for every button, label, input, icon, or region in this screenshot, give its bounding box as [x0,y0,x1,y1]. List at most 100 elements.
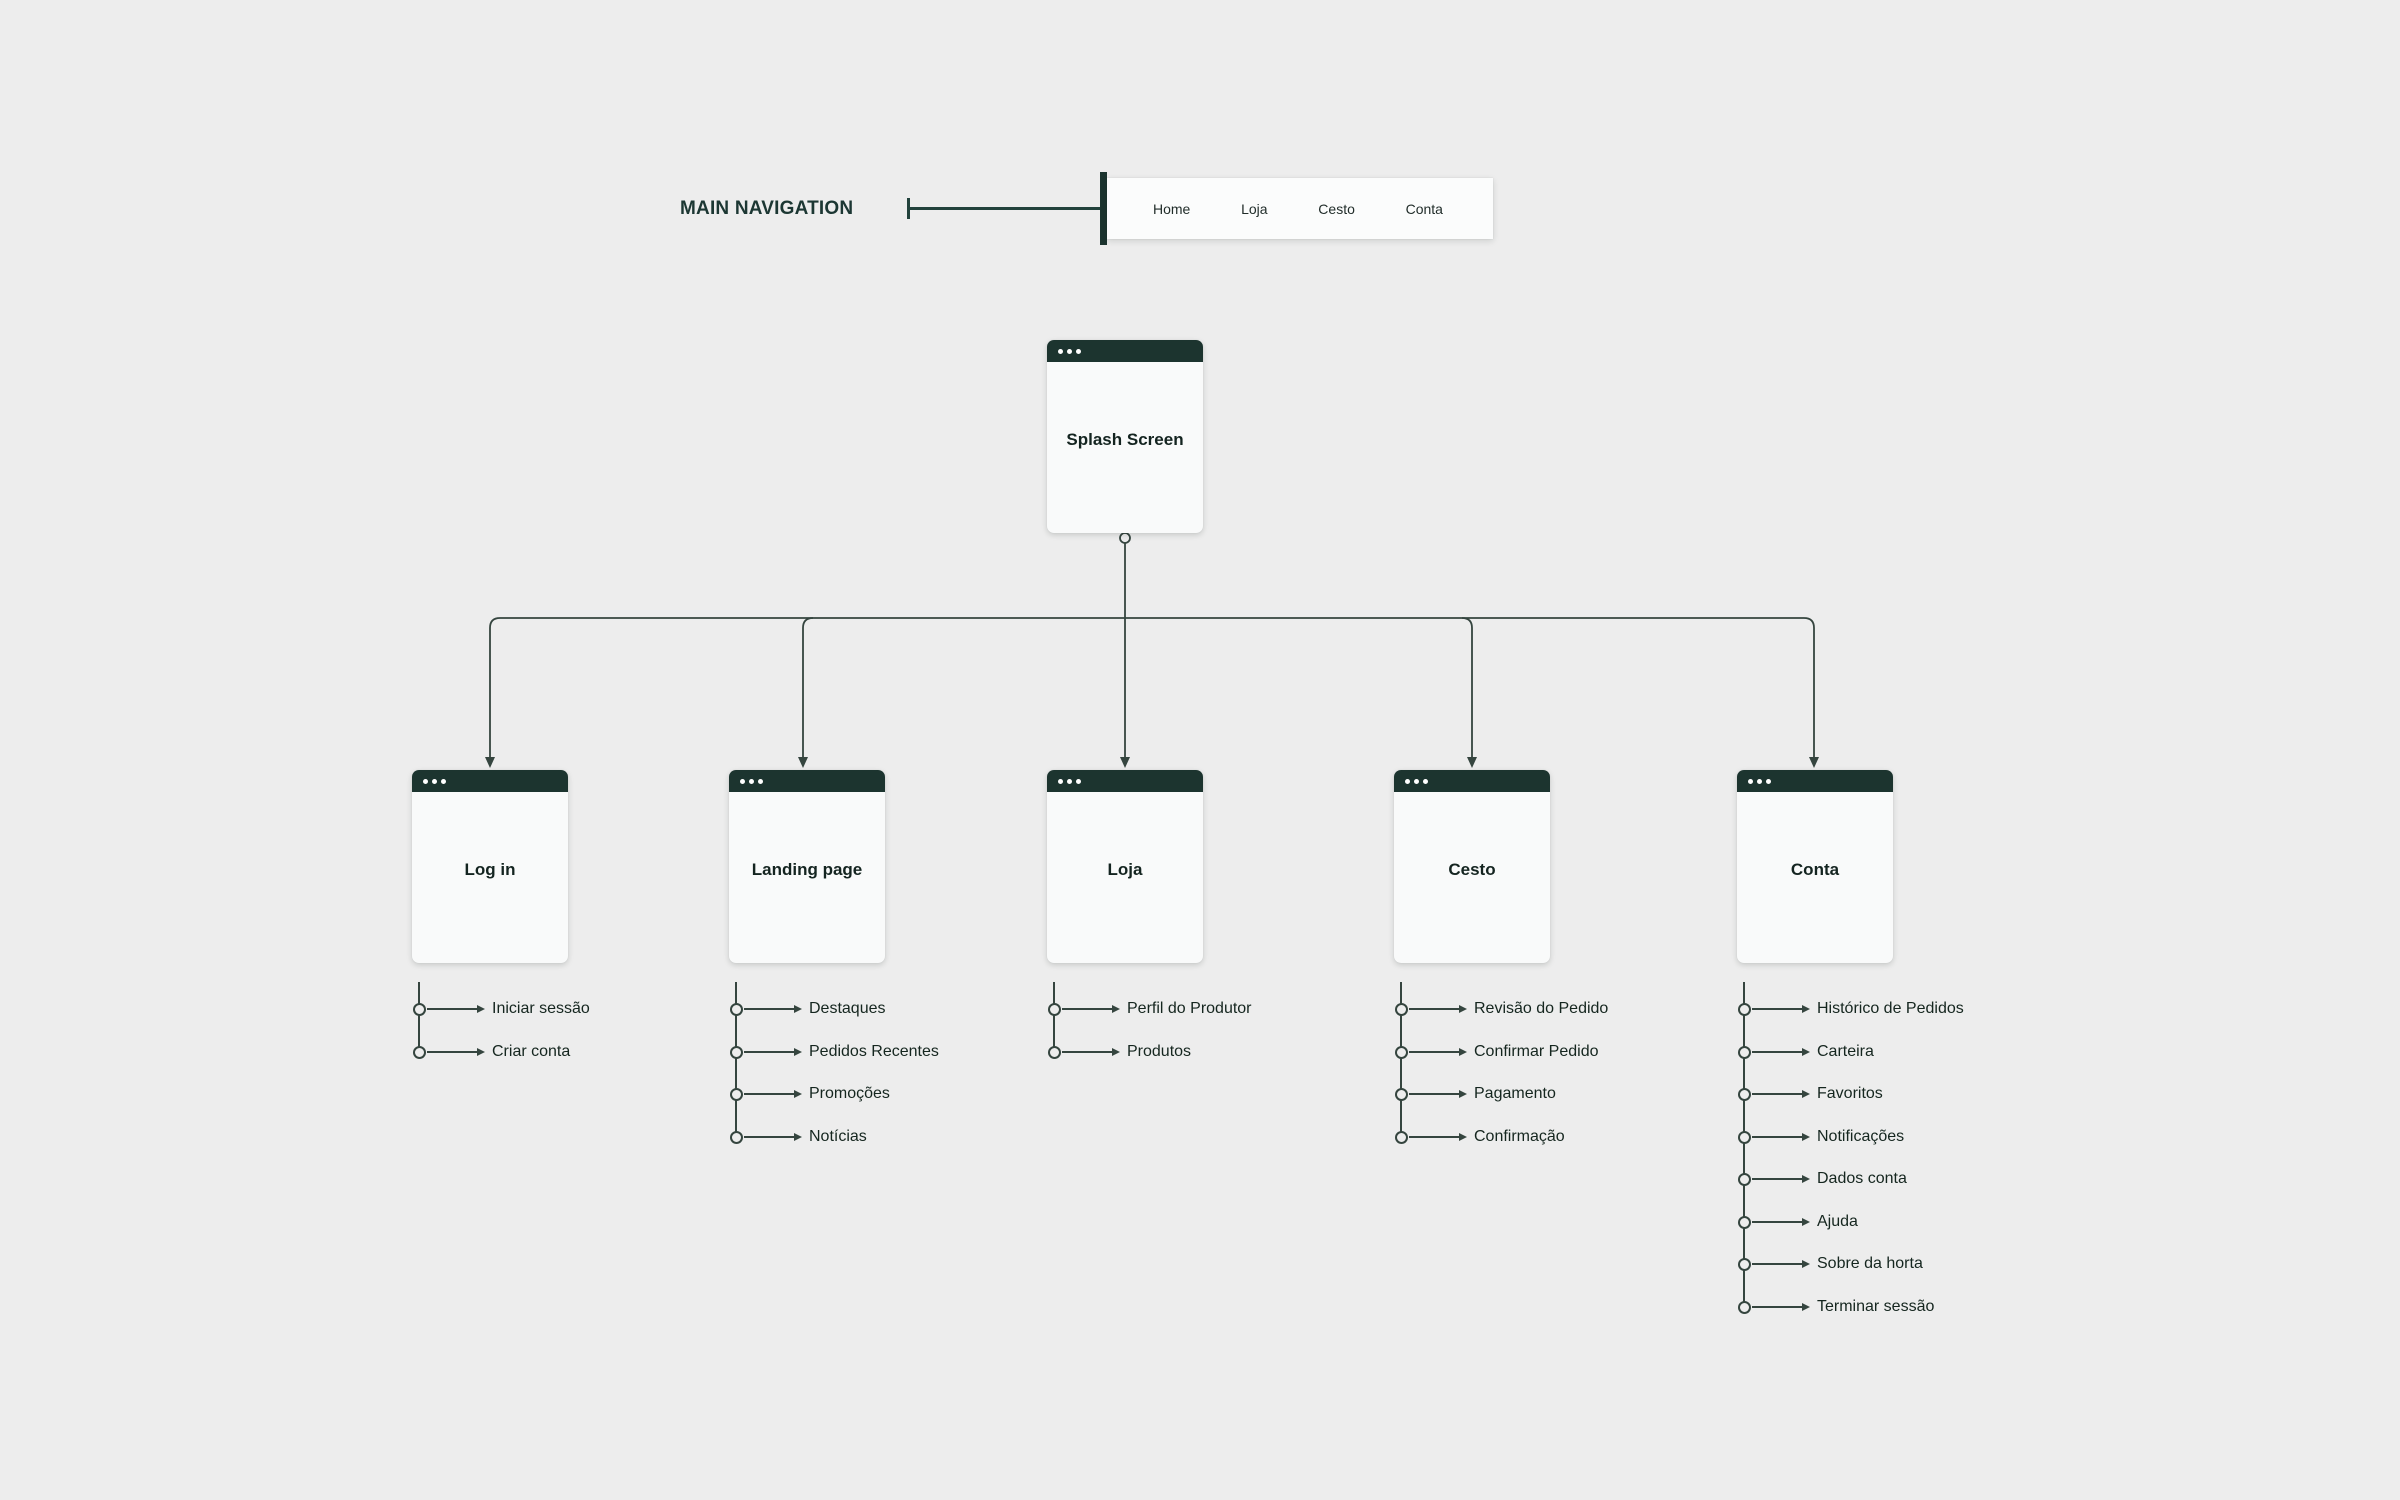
item-label[interactable]: Promoções [809,1085,890,1102]
item-arrow-line [1409,1132,1467,1141]
item-label[interactable]: Notificações [1817,1128,1905,1145]
item-arrow-line [744,1047,802,1056]
item-arrow-line [1752,1047,1810,1056]
list-item: Confirmação [1395,1128,1565,1146]
item-node-circle [1738,1045,1751,1059]
item-arrow-line [1062,1047,1120,1056]
item-label[interactable]: Notícias [809,1128,867,1145]
item-branch-line [1053,982,1055,1052]
item-label[interactable]: Pagamento [1474,1085,1556,1102]
list-item: Sobre da horta [1738,1255,1923,1273]
list-item: Revisão do Pedido [1395,1000,1608,1018]
list-item: Promoções [730,1085,890,1103]
screen-node-loja[interactable]: Loja [1047,770,1203,963]
item-node-circle [1395,1130,1408,1144]
item-label[interactable]: Perfil do Produtor [1127,1000,1252,1017]
window-titlebar [1047,340,1203,362]
main-navigation-bar[interactable]: Home Loja Cesto Conta [1107,178,1493,239]
item-arrow-line [1752,1004,1810,1013]
window-titlebar [412,770,568,792]
item-label[interactable]: Revisão do Pedido [1474,1000,1609,1017]
item-branch-line [1743,982,1745,1307]
window-dot-icon [749,778,754,784]
screen-node-conta[interactable]: Conta [1737,770,1893,963]
item-arrow-line [1409,1047,1467,1056]
screen-label: Log in [464,860,516,879]
item-label[interactable]: Terminar sessão [1817,1298,1935,1315]
window-dot-icon [1414,778,1419,784]
item-node-circle [1395,1045,1408,1059]
item-label[interactable]: Sobre da horta [1817,1255,1923,1272]
list-item: Pagamento [1395,1085,1556,1103]
list-item: Carteira [1738,1043,1874,1061]
nav-item-loja[interactable]: Loja [1241,200,1268,217]
item-arrow-line [744,1004,802,1013]
screen-label: Splash Screen [1066,430,1184,449]
screen-node-landing[interactable]: Landing page [729,770,885,963]
list-item: Perfil do Produtor [1048,1000,1252,1018]
item-node-circle [1738,1130,1751,1144]
item-node-circle [1048,1045,1061,1059]
list-item: Notícias [730,1128,867,1146]
window-dot-icon [740,778,745,784]
item-arrow-line [1752,1132,1810,1141]
item-node-circle [1738,1215,1751,1229]
item-node-circle [1738,1087,1751,1101]
screen-label: Conta [1790,860,1840,879]
connector-endbar [1100,172,1107,245]
window-dot-icon [1405,778,1410,784]
item-label[interactable]: Carteira [1817,1043,1874,1060]
item-node-circle [730,1045,743,1059]
list-item: Notificações [1738,1128,1904,1146]
item-node-circle [730,1130,743,1144]
item-arrow-line [744,1132,802,1141]
item-arrow-line [427,1047,485,1056]
item-arrow-line [1752,1302,1810,1311]
list-item: Iniciar sessão [413,1000,590,1018]
item-label[interactable]: Favoritos [1817,1085,1883,1102]
item-label[interactable]: Destaques [809,1000,886,1017]
list-item: Terminar sessão [1738,1298,1934,1316]
item-branch-line [735,982,737,1137]
item-label[interactable]: Confirmação [1474,1128,1565,1145]
item-label[interactable]: Ajuda [1817,1213,1858,1230]
list-item: Produtos [1048,1043,1191,1061]
item-node-circle [730,1002,743,1016]
screen-node-cesto[interactable]: Cesto [1394,770,1550,963]
item-node-circle [730,1087,743,1101]
item-arrow-line [1409,1089,1467,1098]
item-node-circle [413,1002,426,1016]
window-titlebar [1047,770,1203,792]
window-dot-icon [1757,778,1762,784]
item-label[interactable]: Pedidos Recentes [809,1043,939,1060]
nav-item-home[interactable]: Home [1153,200,1191,217]
list-item: Histórico de Pedidos [1738,1000,1964,1018]
item-label[interactable]: Produtos [1127,1043,1192,1060]
window-dot-icon [1748,778,1753,784]
item-node-circle [1738,1172,1751,1186]
item-label[interactable]: Dados conta [1817,1170,1907,1187]
screen-node-login[interactable]: Log in [412,770,568,963]
nav-item-cesto[interactable]: Cesto [1318,200,1355,217]
screen-node-splash[interactable]: Splash Screen [1047,340,1203,533]
item-branch-line [418,982,420,1052]
item-label[interactable]: Iniciar sessão [492,1000,590,1017]
list-item: Ajuda [1738,1213,1858,1231]
item-node-circle [1738,1300,1751,1314]
nav-item-conta[interactable]: Conta [1405,200,1443,217]
screen-label: Landing page [751,860,863,879]
item-branch-line [1400,982,1402,1137]
item-node-circle [1738,1257,1751,1271]
item-arrow-line [1752,1174,1810,1183]
item-label[interactable]: Histórico de Pedidos [1817,1000,1964,1017]
item-arrow-line [1752,1089,1810,1098]
item-arrow-line [1062,1004,1120,1013]
item-label[interactable]: Confirmar Pedido [1474,1043,1599,1060]
item-arrow-line [427,1004,485,1013]
item-node-circle [413,1045,426,1059]
list-item: Destaques [730,1000,886,1018]
connector-tick [907,198,910,219]
item-label[interactable]: Criar conta [492,1043,571,1060]
item-arrow-line [744,1089,802,1098]
